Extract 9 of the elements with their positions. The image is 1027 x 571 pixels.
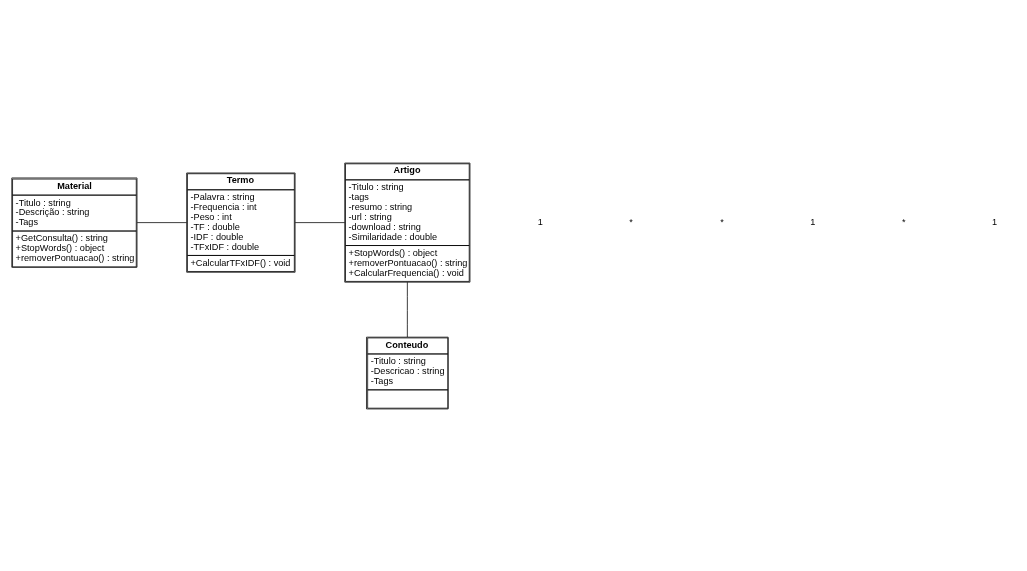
label: * [720, 216, 724, 227]
connector [136, 221, 187, 223]
label: * [901, 216, 906, 227]
label: * [629, 216, 633, 227]
connector [406, 281, 408, 337]
label: 1 [992, 216, 998, 227]
label: 1 [810, 216, 816, 227]
label: 1 [537, 216, 543, 227]
connector [294, 221, 346, 223]
